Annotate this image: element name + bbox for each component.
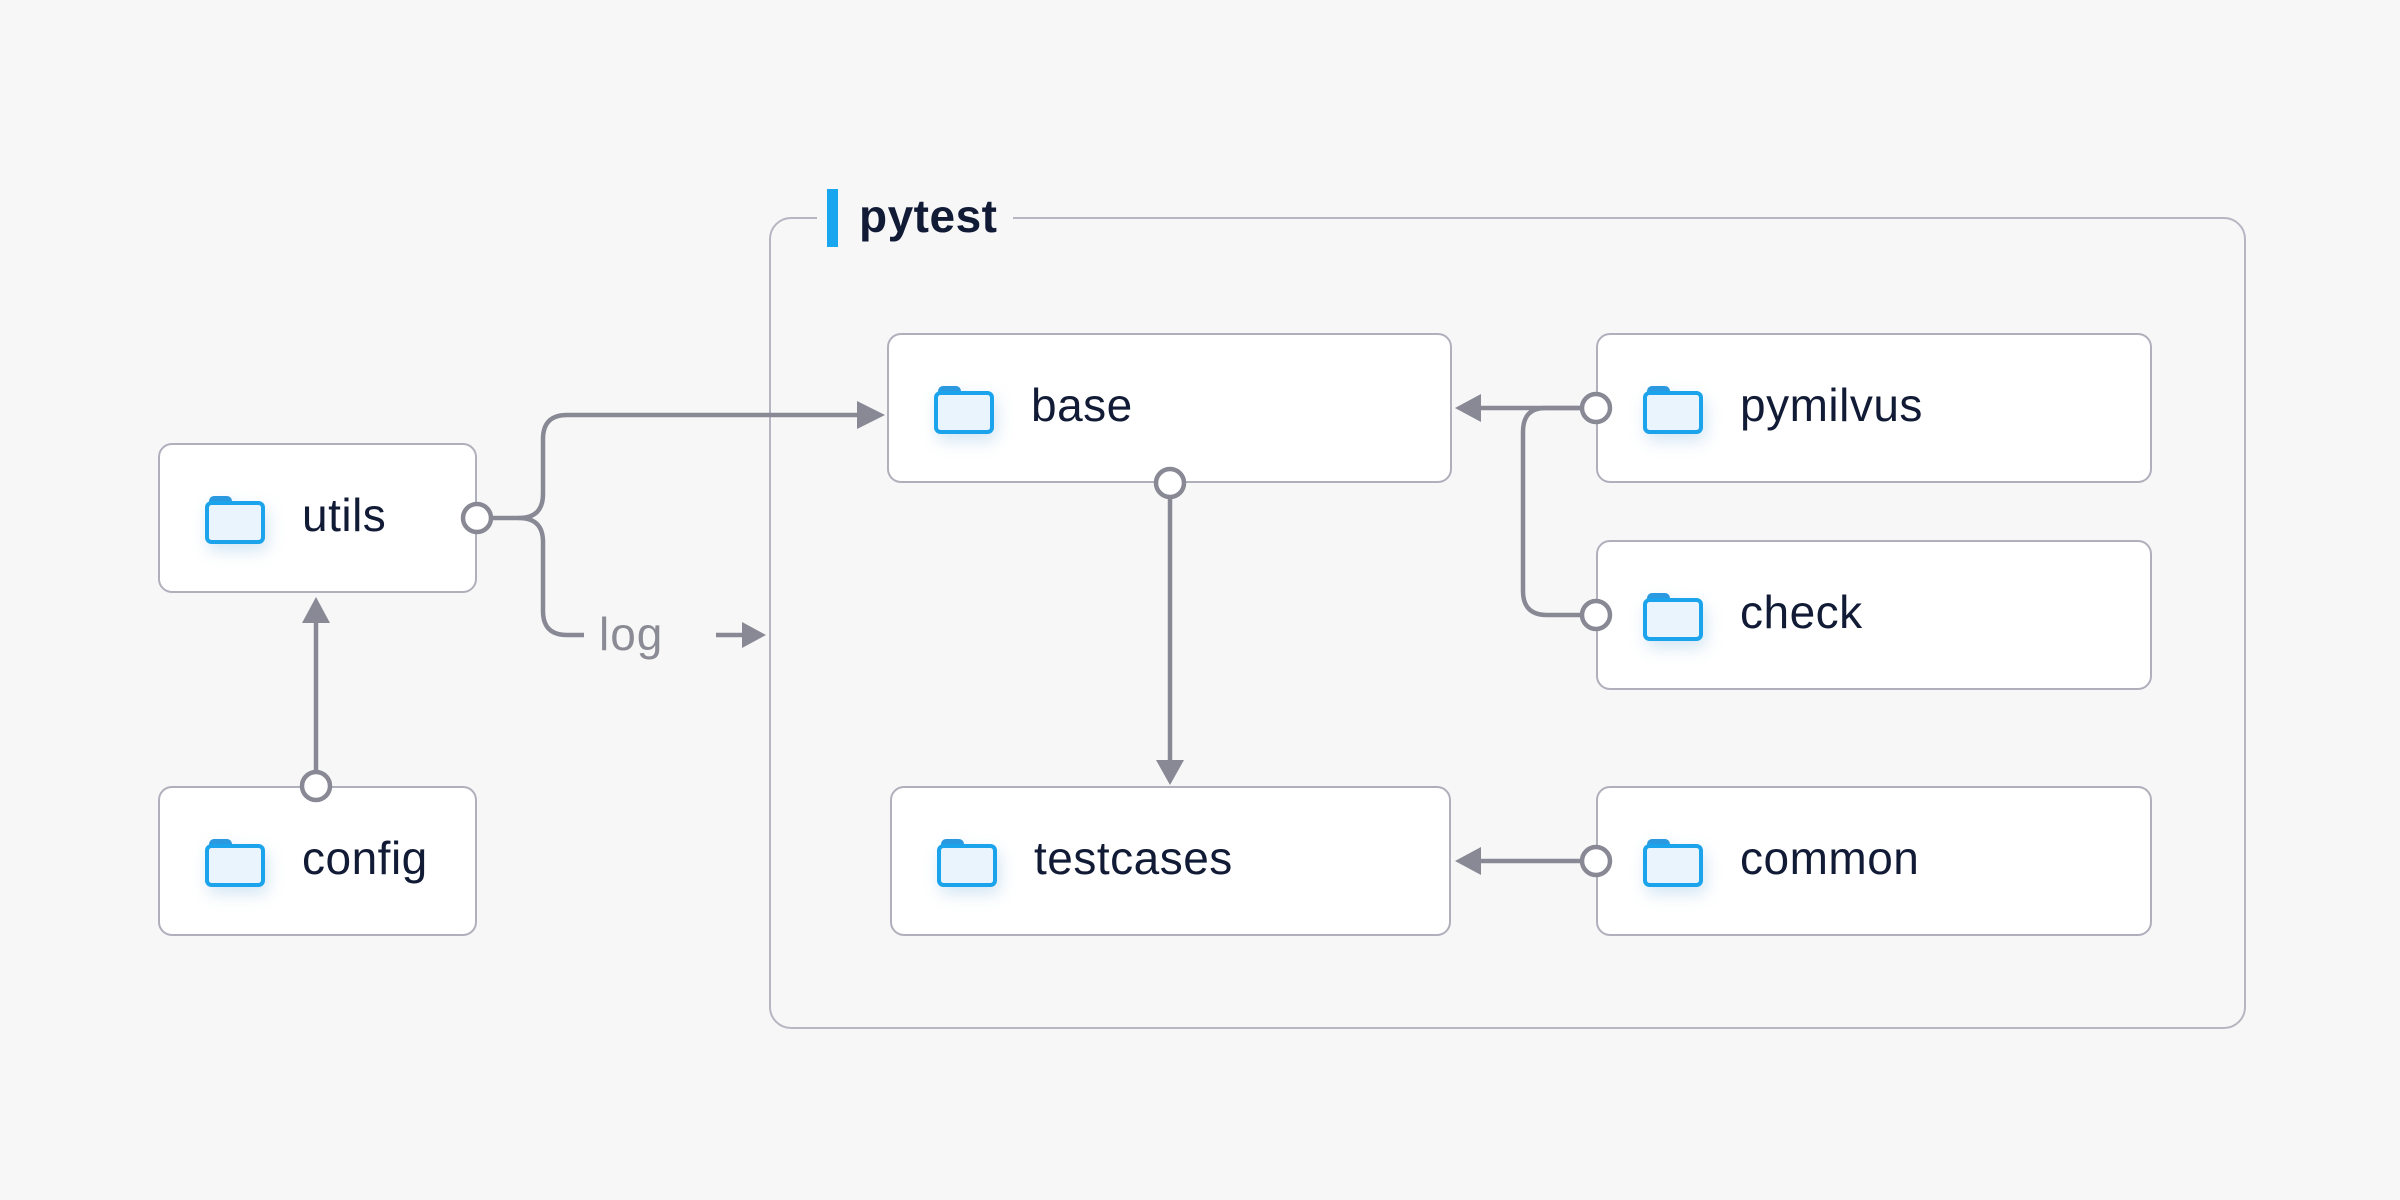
- arrowhead-into-utils-bottom: [302, 597, 330, 623]
- node-label: check: [1740, 586, 1863, 638]
- edge-utils-to-log: [518, 515, 584, 638]
- node-label: pymilvus: [1740, 379, 1923, 431]
- node-label: base: [1031, 379, 1133, 431]
- pytest-group-label-text: pytest: [859, 190, 998, 242]
- node-utils: utils: [158, 443, 477, 593]
- folder-icon: [934, 386, 994, 434]
- arrowhead-log-into-group: [742, 622, 766, 648]
- folder-icon: [205, 496, 265, 544]
- folder-icon: [1643, 839, 1703, 887]
- pytest-group-container: pytest: [769, 186, 2246, 1029]
- folder-icon: [937, 839, 997, 887]
- node-base: base: [887, 333, 1452, 483]
- node-label: config: [302, 832, 428, 884]
- node-check: check: [1596, 540, 2152, 690]
- node-label: utils: [302, 489, 387, 541]
- node-common: common: [1596, 786, 2152, 936]
- node-pymilvus: pymilvus: [1596, 333, 2152, 483]
- folder-icon: [205, 839, 265, 887]
- node-label: testcases: [1034, 832, 1233, 884]
- edge-label-log: log: [599, 608, 664, 660]
- node-testcases: testcases: [890, 786, 1451, 936]
- node-label: common: [1740, 832, 1920, 884]
- folder-icon: [1643, 593, 1703, 641]
- accent-bar: [827, 189, 838, 247]
- folder-icon: [1643, 386, 1703, 434]
- pytest-group-label: pytest: [817, 186, 1014, 250]
- node-config: config: [158, 786, 477, 936]
